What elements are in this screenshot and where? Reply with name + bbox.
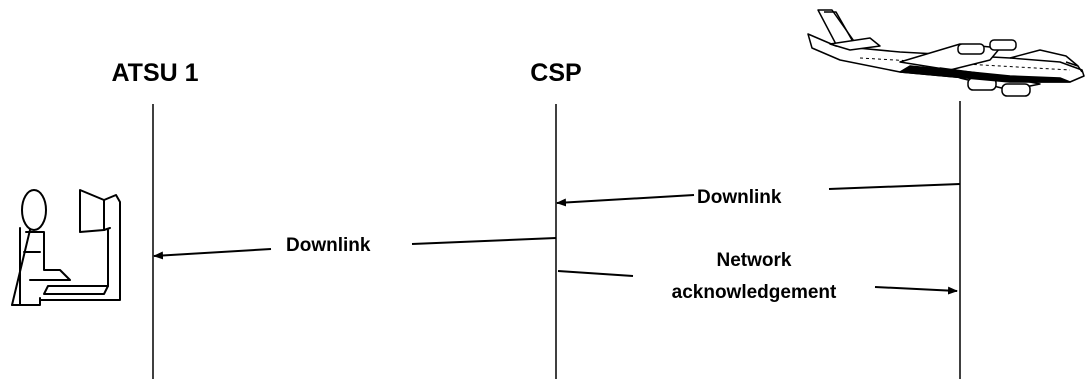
message-1-arrow bbox=[556, 194, 695, 207]
message-3-arrow-tail bbox=[557, 270, 634, 277]
atsu-title: ATSU 1 bbox=[111, 59, 198, 87]
controller-workstation-icon bbox=[11, 189, 121, 306]
message-3-label-line-2: acknowledgement bbox=[672, 282, 837, 303]
message-2-label: Downlink bbox=[286, 235, 371, 256]
message-3-label-line-1: Network bbox=[717, 250, 792, 271]
message-2-arrow bbox=[153, 248, 272, 260]
message-1-arrow-tail bbox=[828, 183, 961, 190]
message-1-label: Downlink bbox=[697, 187, 782, 208]
aircraft-icon bbox=[807, 9, 1085, 97]
csp-title: CSP bbox=[530, 59, 581, 87]
message-3-arrow bbox=[874, 286, 958, 295]
message-2-arrow-tail bbox=[411, 237, 557, 245]
